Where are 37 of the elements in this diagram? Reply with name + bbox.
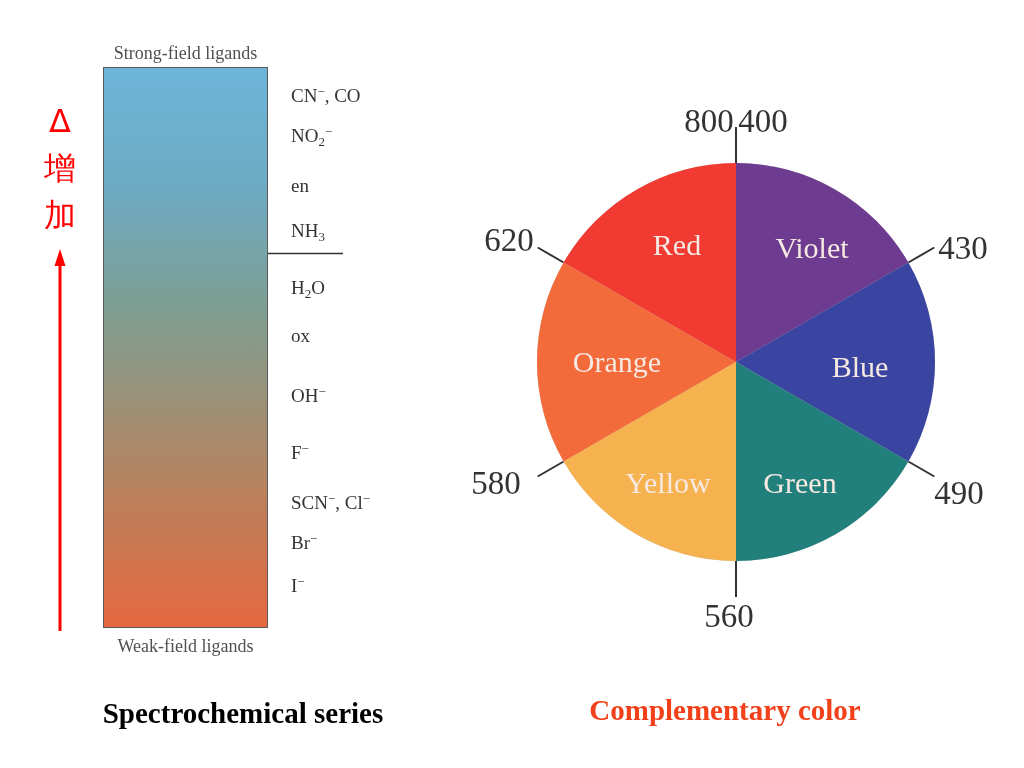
ligand-formula: NH$_{3}$	[291, 220, 325, 242]
sector-label: Blue	[831, 349, 889, 385]
leader-line	[536, 246, 565, 264]
leader-line	[735, 560, 737, 598]
ligand-formula: SCN$^{−}$, Cl$^{−}$	[291, 492, 370, 514]
sector-label: Orange	[572, 344, 662, 380]
bar-heading: Strong-field ligands	[113, 42, 258, 64]
wavelength-label: 560	[704, 598, 754, 636]
ligand-formula: I$^{−}$	[291, 575, 305, 597]
caption: Complementary color	[589, 694, 861, 728]
ligand-formula: OH$^{−}$	[291, 385, 326, 407]
vertical-label: Δ增加	[43, 101, 77, 236]
leader-line	[907, 246, 936, 264]
ligand-formula: H$_{2}$O	[291, 277, 325, 299]
sector-label: Violet	[775, 230, 849, 266]
caption: Spectrochemical series	[102, 697, 384, 731]
ligand-formula: ox	[291, 325, 310, 347]
wheel-sector	[736, 262, 935, 462]
wavelength-label: 490	[934, 475, 984, 513]
wavelength-label: 800	[684, 103, 734, 141]
ligand-formula: F$^{−}$	[291, 442, 309, 464]
leader-line	[907, 460, 936, 478]
bar-heading: Weak-field ligands	[117, 635, 254, 657]
sector-label: Red	[652, 227, 702, 263]
wavelength-label: 430	[938, 230, 988, 268]
wheel-sector	[537, 262, 736, 462]
wavelength-label: 400	[738, 103, 788, 141]
leader-line	[536, 460, 565, 478]
leader-line	[735, 126, 737, 164]
sector-label: Green	[763, 465, 837, 501]
sector-label: Yellow	[625, 465, 711, 501]
ligand-formula: CN$^{−}$, CO	[291, 85, 361, 107]
color-wheel	[537, 163, 935, 561]
wavelength-label: 580	[471, 465, 521, 503]
ligand-formula: Br$^{−}$	[291, 532, 318, 554]
ligand-formula: en	[291, 175, 309, 197]
wavelength-label: 620	[484, 222, 534, 260]
